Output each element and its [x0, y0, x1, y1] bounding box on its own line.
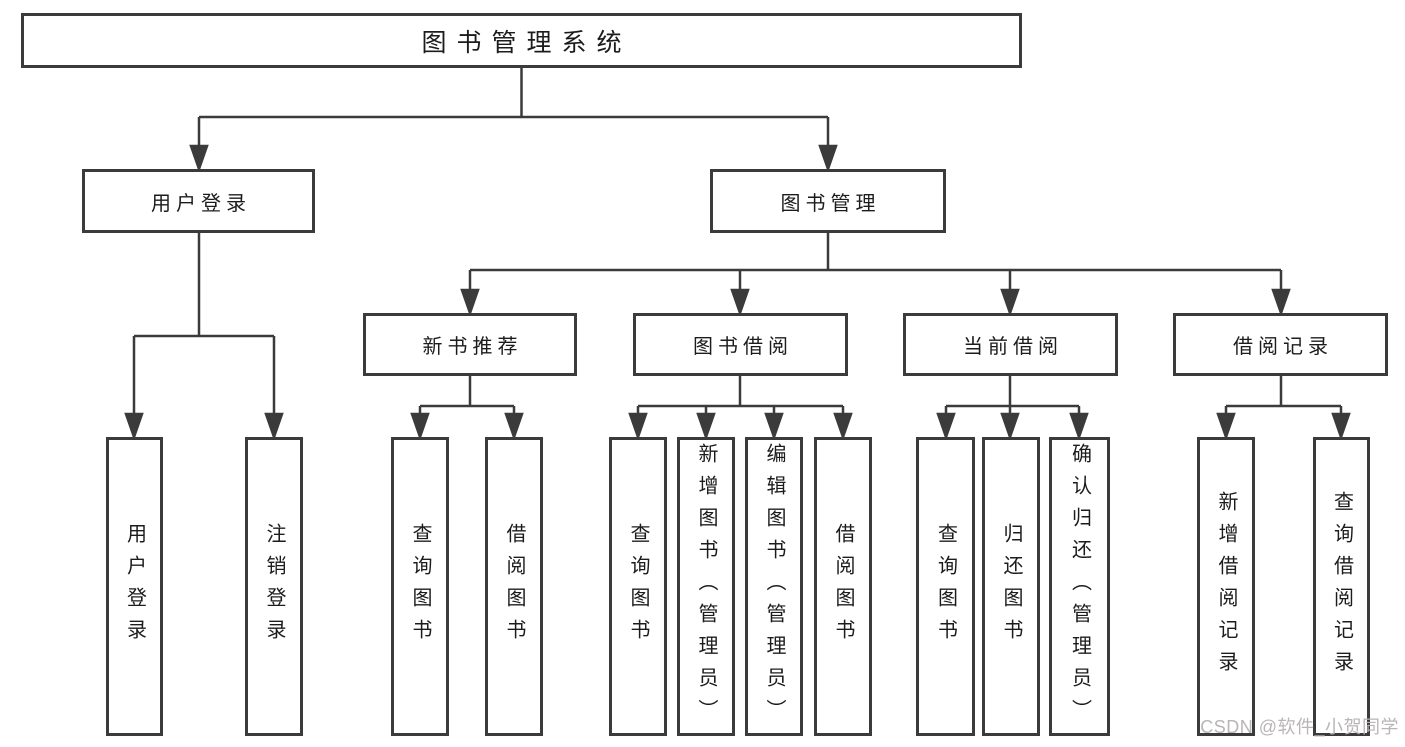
- node-label: 新增借阅记录: [1215, 490, 1237, 683]
- arrow-down-icon: [1271, 288, 1291, 317]
- node-label: 查询图书: [627, 522, 649, 651]
- node-label: 新书推荐: [422, 336, 523, 358]
- connector-line: [944, 376, 1081, 416]
- arrow-down-icon: [124, 412, 144, 441]
- connector-user-login-to-leaves: [124, 233, 284, 441]
- node-new-book-recommend: 新书推荐: [363, 313, 577, 376]
- connector-book-management-to-level3: [460, 233, 1291, 317]
- arrow-down-icon: [504, 412, 524, 441]
- node-label: 归还图书: [1000, 522, 1022, 651]
- connector-line: [132, 233, 276, 416]
- node-book-management: 图书管理: [710, 169, 946, 233]
- connector-line: [636, 376, 845, 416]
- connector-line: [418, 376, 516, 416]
- node-label: 查询图书: [934, 522, 957, 651]
- node-label: 用户登录: [123, 522, 146, 651]
- connector-current-borrow-to-leaves: [936, 376, 1089, 441]
- connector-borrow-records-to-leaves: [1216, 376, 1351, 441]
- leaf-query-borrow-record: 查询借阅记录: [1313, 437, 1370, 736]
- arrow-down-icon: [833, 412, 853, 441]
- arrow-down-icon: [1069, 412, 1089, 441]
- connector-line: [1224, 376, 1343, 416]
- watermark: CSDN @软件_小贺同学: [1200, 717, 1399, 737]
- arrow-down-icon: [189, 144, 209, 173]
- arrow-down-icon: [936, 412, 956, 441]
- connector-new-book-to-leaves: [410, 376, 524, 441]
- node-label: 借阅图书: [503, 522, 525, 651]
- leaf-borrow-books: 借阅图书: [814, 437, 872, 736]
- node-current-borrow: 当前借阅: [903, 313, 1118, 376]
- leaf-borrow-books-recommend: 借阅图书: [485, 437, 543, 736]
- node-label: 编辑图书（管理员）: [763, 442, 785, 731]
- connector-line: [468, 233, 1283, 292]
- arrow-down-icon: [1216, 412, 1236, 441]
- leaf-query-books-recommend: 查询图书: [391, 437, 449, 736]
- node-label: 确认归还（管理员）: [1068, 442, 1091, 731]
- node-label: 注销登录: [263, 522, 285, 651]
- leaf-logout: 注销登录: [245, 437, 303, 736]
- leaf-query-books-current: 查询图书: [916, 437, 975, 736]
- node-label: 图书管理系统: [421, 28, 632, 57]
- leaf-add-book-admin: 新增图书（管理员）: [677, 437, 735, 736]
- node-book-borrow: 图书借阅: [633, 313, 848, 376]
- node-library-system: 图书管理系统: [21, 13, 1022, 68]
- leaf-add-borrow-record: 新增借阅记录: [1197, 437, 1255, 736]
- arrow-down-icon: [1331, 412, 1351, 441]
- node-label: 新增图书（管理员）: [695, 442, 717, 731]
- leaf-confirm-return-admin: 确认归还（管理员）: [1049, 437, 1110, 736]
- node-label: 查询图书: [409, 522, 431, 651]
- node-label: 用户登录: [151, 192, 251, 215]
- arrow-down-icon: [628, 412, 648, 441]
- node-label: 借阅图书: [832, 522, 854, 651]
- node-label: 图书管理: [780, 192, 881, 215]
- node-label: 图书借阅: [693, 336, 793, 358]
- connector-book-borrow-to-leaves: [628, 376, 853, 441]
- node-label: 查询借阅记录: [1330, 490, 1353, 683]
- arrow-down-icon: [1000, 288, 1020, 317]
- arrow-down-icon: [264, 412, 284, 441]
- node-borrow-records: 借阅记录: [1173, 313, 1388, 376]
- arrow-down-icon: [1000, 412, 1020, 441]
- leaf-query-books-borrow: 查询图书: [609, 437, 667, 736]
- leaf-edit-book-admin: 编辑图书（管理员）: [745, 437, 803, 736]
- arrow-down-icon: [730, 288, 750, 317]
- leaf-user-login: 用户登录: [106, 437, 163, 736]
- connector-root-to-level2: [189, 67, 838, 173]
- arrow-down-icon: [764, 412, 784, 441]
- node-user-login: 用户登录: [82, 169, 315, 233]
- arrow-down-icon: [460, 288, 480, 317]
- arrow-down-icon: [818, 144, 838, 173]
- arrow-down-icon: [410, 412, 430, 441]
- node-label: 借阅记录: [1233, 336, 1333, 358]
- connector-line: [197, 67, 830, 148]
- leaf-return-book: 归还图书: [982, 437, 1040, 736]
- arrow-down-icon: [696, 412, 716, 441]
- node-label: 当前借阅: [963, 336, 1063, 358]
